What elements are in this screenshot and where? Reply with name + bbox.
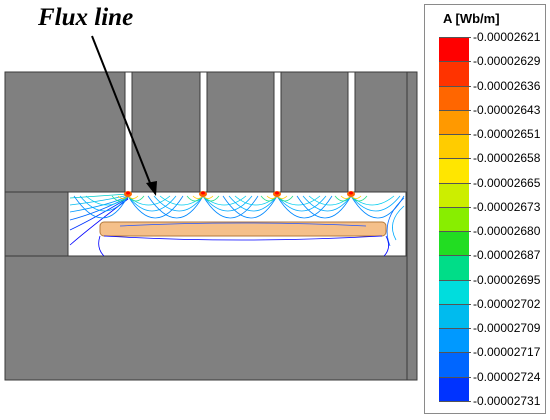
legend-label: -0.00002629 xyxy=(473,54,541,69)
legend-tick xyxy=(439,231,471,233)
legend-swatch xyxy=(439,376,469,402)
legend-label: -0.00002680 xyxy=(473,224,541,239)
legend-tick xyxy=(439,85,471,87)
legend-label: -0.00002717 xyxy=(473,345,541,360)
annotation-arrow xyxy=(91,35,157,196)
legend-tick xyxy=(439,182,471,184)
legend-label: -0.00002695 xyxy=(473,272,541,287)
legend-tick xyxy=(439,279,471,281)
legend-label: -0.00002665 xyxy=(473,175,541,190)
legend-label: -0.00002702 xyxy=(473,296,541,311)
legend-swatch xyxy=(439,37,469,62)
legend-tick xyxy=(439,61,471,63)
slot-hotspots xyxy=(124,191,355,197)
legend-label: -0.00002709 xyxy=(473,321,541,336)
legend-tick xyxy=(439,37,471,38)
slot-3 xyxy=(273,71,282,195)
legend-swatch xyxy=(439,206,469,232)
legend-tick xyxy=(439,401,471,402)
flux-line-annotation: Flux line xyxy=(38,4,134,31)
legend-label: -0.00002643 xyxy=(473,102,541,117)
legend-tick xyxy=(439,109,471,111)
legend-label: -0.00002724 xyxy=(473,369,541,384)
legend-swatch xyxy=(439,352,469,378)
legend-label: -0.00002658 xyxy=(473,151,541,166)
legend-swatch xyxy=(439,134,469,159)
legend-swatch xyxy=(439,279,469,305)
slot-2 xyxy=(199,71,208,195)
legend-swatch xyxy=(439,231,469,256)
legend-swatch xyxy=(439,303,469,329)
legend-tick xyxy=(439,376,471,378)
legend-swatch xyxy=(439,109,469,135)
legend-label: -0.00002673 xyxy=(473,199,541,214)
legend-tick xyxy=(439,206,471,208)
legend-title: A [Wb/m] xyxy=(443,11,500,26)
legend-label: -0.00002687 xyxy=(473,248,541,263)
legend-swatch xyxy=(439,182,469,208)
permanent-magnet xyxy=(99,221,387,237)
legend-label: -0.00002636 xyxy=(473,78,541,93)
legend-tick xyxy=(439,158,471,160)
legend-swatch xyxy=(439,255,469,281)
slot-4 xyxy=(347,71,356,195)
magnet-flux-lines xyxy=(98,222,389,257)
legend-swatch xyxy=(439,328,469,353)
legend-swatch xyxy=(439,158,469,184)
legend-tick xyxy=(439,352,471,354)
legend-tick xyxy=(439,303,471,305)
legend-tick xyxy=(439,255,471,257)
legend-swatch xyxy=(439,61,469,87)
field-diagram xyxy=(4,35,418,381)
legend-label: -0.00002731 xyxy=(473,394,541,408)
legend-label: -0.00002651 xyxy=(473,127,541,142)
legend-tick xyxy=(439,134,471,136)
legend-swatch xyxy=(439,85,469,111)
legend-label: -0.00002621 xyxy=(473,30,541,44)
colorbar-legend: A [Wb/m] -0.00002621 -0.00002629 -0.000026… xyxy=(424,4,546,414)
legend-tick xyxy=(439,328,471,330)
